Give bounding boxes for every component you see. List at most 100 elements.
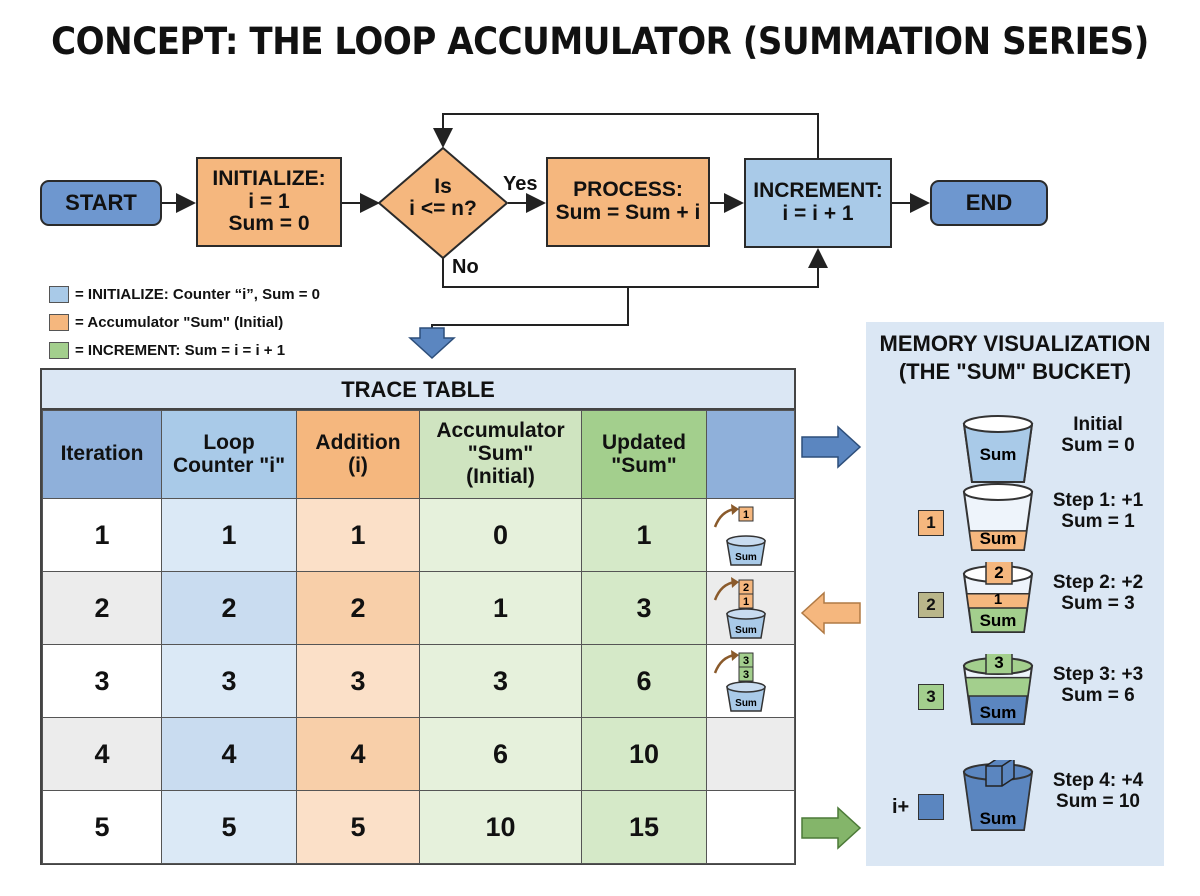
- init-line1: i = 1: [248, 189, 290, 213]
- mini-block-value: 1: [743, 596, 749, 608]
- trace-table-title: TRACE TABLE: [42, 370, 794, 410]
- step-line2: Sum = 3: [1061, 593, 1135, 615]
- flowchart-connectors: [162, 113, 930, 360]
- col-addition: Addition (i): [296, 410, 420, 499]
- iteration-cell: 5: [42, 790, 162, 864]
- arrow-right-blue-icon: [801, 425, 862, 469]
- start-node: START: [40, 180, 162, 226]
- legend-label: = Accumulator "Sum" (Initial): [75, 314, 284, 331]
- counter-cell: 1: [161, 498, 297, 572]
- step-line1: Step 1: +1: [1052, 490, 1144, 511]
- sum-bucket-icon: Sum: [962, 760, 1034, 831]
- mini-bucket-cell: Sum 1: [706, 498, 795, 572]
- accumulator-cell: 1: [419, 571, 582, 645]
- iteration-cell: 1: [42, 498, 162, 572]
- col-iteration: Iteration: [42, 410, 162, 499]
- legend-item-initialize: = INITIALIZE: Counter “i”, Sum = 0: [49, 286, 320, 303]
- step-tag-block: [918, 794, 944, 820]
- end-label: END: [965, 190, 1013, 216]
- step-line1: Initial: [1073, 414, 1123, 435]
- accumulator-cell: 0: [419, 498, 582, 572]
- step-tag: 1: [918, 510, 944, 536]
- sum-bucket-icon: Sum: [962, 483, 1034, 551]
- iteration-cell: 3: [42, 644, 162, 718]
- process-line: Sum = Sum + i: [555, 201, 701, 224]
- legend-swatch: [49, 286, 69, 303]
- updated-sum-cell: 6: [581, 644, 707, 718]
- counter-cell: 2: [161, 571, 297, 645]
- addition-cell: 2: [296, 571, 420, 645]
- legend-item-increment: = INCREMENT: Sum = i = i + 1: [49, 342, 285, 359]
- bucket-label: Sum: [980, 445, 1017, 464]
- step-line2: Sum = 6: [1061, 685, 1135, 707]
- mini-block-value: 1: [743, 509, 749, 521]
- memory-visualization-panel: MEMORY VISUALIZATION (THE "SUM" BUCKET) …: [866, 322, 1164, 866]
- arrow-right-green-icon: [801, 806, 862, 850]
- step-line2: Sum = 10: [1056, 791, 1140, 813]
- mini-bucket-label: Sum: [735, 552, 757, 563]
- counter-cell: 5: [161, 790, 297, 864]
- trace-link-line: [431, 287, 629, 330]
- iteration-cell: 4: [42, 717, 162, 791]
- bucket-block-value: 3: [994, 654, 1003, 672]
- mini-bucket-cell: [706, 790, 795, 864]
- process-node: PROCESS: Sum = Sum + i: [546, 157, 710, 247]
- step-line1: Step 4: +4: [1052, 770, 1144, 791]
- increment-node: INCREMENT: i = i + 1: [744, 158, 892, 248]
- decision-label: Is i <= n?: [393, 175, 493, 221]
- legend-swatch: [49, 314, 69, 331]
- mini-bucket-cell: [706, 717, 795, 791]
- accumulator-cell: 6: [419, 717, 582, 791]
- updated-sum-cell: 1: [581, 498, 707, 572]
- header-row: Iteration Loop Counter "i" Addition (i) …: [42, 410, 795, 499]
- legend-label: = INCREMENT: Sum = i = i + 1: [75, 342, 286, 359]
- updated-sum-cell: 15: [581, 790, 707, 864]
- step-line2: Sum = 1: [1061, 511, 1135, 533]
- arrow-left-orange-icon: [800, 591, 861, 635]
- bucket-label: Sum: [980, 611, 1017, 630]
- mini-bucket-label: Sum: [735, 698, 757, 709]
- step-tag: i+: [892, 796, 910, 818]
- decision-diamond: [377, 146, 509, 260]
- memory-title-line1: MEMORY VISUALIZATION: [879, 331, 1151, 356]
- iteration-cell: 2: [42, 571, 162, 645]
- init-title: INITIALIZE:: [212, 166, 326, 190]
- bucket-inner-value: 1: [994, 591, 1002, 608]
- decision-line2: i <= n?: [409, 197, 477, 221]
- mini-bucket-icon: Sum 1: [713, 504, 766, 566]
- sum-bucket-icon: Sum: [962, 415, 1034, 483]
- initialize-node: INITIALIZE: i = 1 Sum = 0: [196, 157, 342, 247]
- addition-cell: 1: [296, 498, 420, 572]
- end-node: END: [930, 180, 1048, 226]
- process-title: PROCESS:: [573, 178, 683, 202]
- accumulator-cell: 10: [419, 790, 582, 864]
- increment-title: INCREMENT:: [753, 179, 883, 203]
- no-branch-line: [442, 248, 828, 288]
- bucket-block-value: 2: [994, 563, 1003, 582]
- counter-cell: 3: [161, 644, 297, 718]
- step-tag: 2: [918, 592, 944, 618]
- trace-table: TRACE TABLE Iteration Loop Counter "i" A…: [40, 368, 796, 865]
- legend-label: = INITIALIZE: Counter “i”, Sum = 0: [75, 286, 321, 303]
- step-line1: Step 3: +3: [1052, 664, 1144, 685]
- updated-sum-cell: 10: [581, 717, 707, 791]
- col-visual: [706, 410, 795, 499]
- col-updated-sum: Updated "Sum": [581, 410, 707, 499]
- mini-block-value: 2: [743, 582, 749, 594]
- start-label: START: [65, 190, 137, 216]
